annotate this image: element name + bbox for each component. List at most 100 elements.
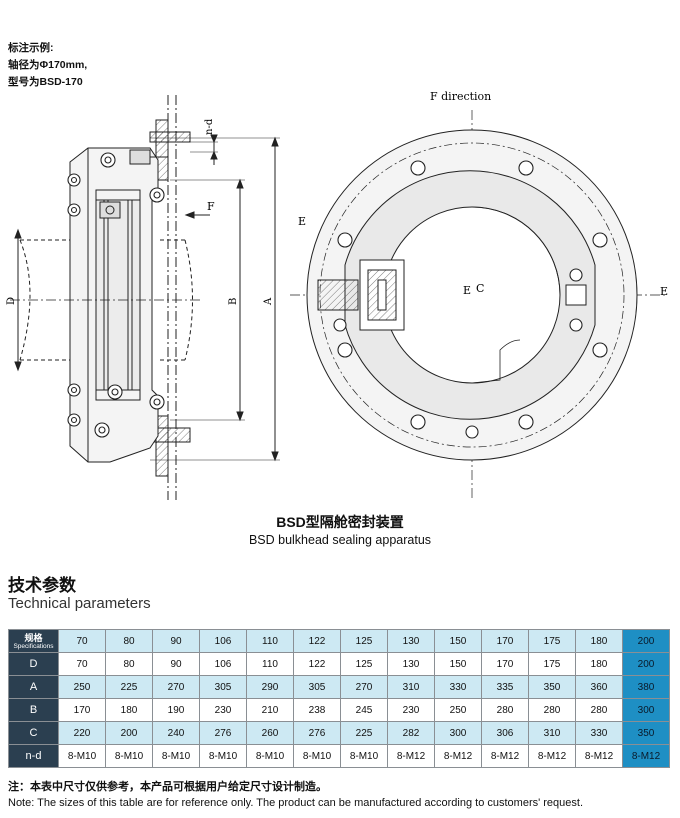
param-cell: 225 xyxy=(340,721,388,745)
param-cell: 8-M10 xyxy=(105,744,153,768)
spec-value-cell: 170 xyxy=(481,629,529,653)
note-en: Note: The sizes of this table are for re… xyxy=(8,797,584,809)
spec-value-cell: 90 xyxy=(152,629,200,653)
param-cell: 310 xyxy=(387,675,435,699)
param-cell: 220 xyxy=(58,721,106,745)
front-view xyxy=(290,110,665,500)
param-cell: 125 xyxy=(340,652,388,676)
param-cell: 290 xyxy=(246,675,294,699)
row-label: B xyxy=(8,698,59,722)
param-cell: 240 xyxy=(152,721,200,745)
spec-value-cell: 110 xyxy=(246,629,294,653)
param-cell: 245 xyxy=(340,698,388,722)
param-cell: 230 xyxy=(387,698,435,722)
param-cell: 282 xyxy=(387,721,435,745)
technical-drawing: n-d F D B A F向 F direction F向 E E E xyxy=(6,90,668,500)
spec-header-zh: 规格 xyxy=(24,632,43,643)
param-cell: 8-M12 xyxy=(622,744,670,768)
param-cell: 8-M10 xyxy=(293,744,341,768)
row-label: n-d xyxy=(8,744,59,768)
spec-value-cell: 200 xyxy=(622,629,670,653)
param-cell: 260 xyxy=(246,721,294,745)
marking-example: 标注示例: 轴径为Φ170mm, 型号为BSD-170 xyxy=(8,40,87,91)
param-cell: 8-M10 xyxy=(199,744,247,768)
row-label: A xyxy=(8,675,59,699)
spec-value-cell: 70 xyxy=(58,629,106,653)
param-cell: 70 xyxy=(58,652,106,676)
param-cell: 8-M10 xyxy=(340,744,388,768)
section-title-zh: 技术参数 xyxy=(8,576,76,595)
param-cell: 330 xyxy=(434,675,482,699)
param-cell: 8-M12 xyxy=(528,744,576,768)
param-cell: 230 xyxy=(199,698,247,722)
f-direction-en: F direction xyxy=(430,90,491,103)
label-d: D xyxy=(6,297,17,305)
param-cell: 310 xyxy=(528,721,576,745)
param-cell: 170 xyxy=(58,698,106,722)
param-cell: 106 xyxy=(199,652,247,676)
label-c: C xyxy=(476,282,484,295)
spec-value-cell: 106 xyxy=(199,629,247,653)
param-cell: 90 xyxy=(152,652,200,676)
param-cell: 8-M10 xyxy=(246,744,294,768)
figure-caption-zh: BSD型隔舱密封装置 xyxy=(276,514,404,530)
label-f: F xyxy=(207,200,215,213)
param-cell: 190 xyxy=(152,698,200,722)
spec-header-en: Specifications xyxy=(13,642,54,650)
param-cell: 280 xyxy=(575,698,623,722)
label-a: A xyxy=(263,297,274,306)
spec-value-cell: 175 xyxy=(528,629,576,653)
row-label: C xyxy=(8,721,59,745)
param-cell: 170 xyxy=(481,652,529,676)
param-cell: 350 xyxy=(622,721,670,745)
param-cell: 280 xyxy=(528,698,576,722)
param-cell: 360 xyxy=(575,675,623,699)
param-cell: 8-M10 xyxy=(152,744,200,768)
param-cell: 350 xyxy=(528,675,576,699)
row-label: D xyxy=(8,652,59,676)
param-cell: 8-M10 xyxy=(58,744,106,768)
figure-caption-en: BSD bulkhead sealing apparatus xyxy=(248,533,432,547)
spec-value-cell: 80 xyxy=(105,629,153,653)
example-line2: 型号为BSD-170 xyxy=(8,76,83,88)
param-cell: 306 xyxy=(481,721,529,745)
label-e-left: E xyxy=(298,215,306,228)
label-nd: n-d xyxy=(204,118,215,135)
param-cell: 130 xyxy=(387,652,435,676)
example-line1: 轴径为Φ170mm, xyxy=(8,59,88,71)
param-cell: 80 xyxy=(105,652,153,676)
param-cell: 8-M12 xyxy=(387,744,435,768)
param-cell: 200 xyxy=(622,652,670,676)
param-cell: 305 xyxy=(199,675,247,699)
spec-value-cell: 125 xyxy=(340,629,388,653)
example-title: 标注示例: xyxy=(8,42,54,54)
spec-value-cell: 180 xyxy=(575,629,623,653)
param-cell: 335 xyxy=(481,675,529,699)
param-cell: 8-M12 xyxy=(575,744,623,768)
side-section-view xyxy=(10,95,280,500)
param-cell: 110 xyxy=(246,652,294,676)
param-cell: 276 xyxy=(293,721,341,745)
param-cell: 280 xyxy=(481,698,529,722)
param-cell: 122 xyxy=(293,652,341,676)
param-cell: 276 xyxy=(199,721,247,745)
param-cell: 150 xyxy=(434,652,482,676)
param-cell: 238 xyxy=(293,698,341,722)
param-cell: 300 xyxy=(434,721,482,745)
label-b: B xyxy=(228,298,239,305)
spec-value-cell: 130 xyxy=(387,629,435,653)
param-cell: 300 xyxy=(622,698,670,722)
label-e-right: E xyxy=(660,285,668,298)
param-cell: 8-M12 xyxy=(434,744,482,768)
spec-value-cell: 122 xyxy=(293,629,341,653)
param-cell: 250 xyxy=(434,698,482,722)
param-cell: 180 xyxy=(105,698,153,722)
label-e-center: E xyxy=(463,284,471,297)
